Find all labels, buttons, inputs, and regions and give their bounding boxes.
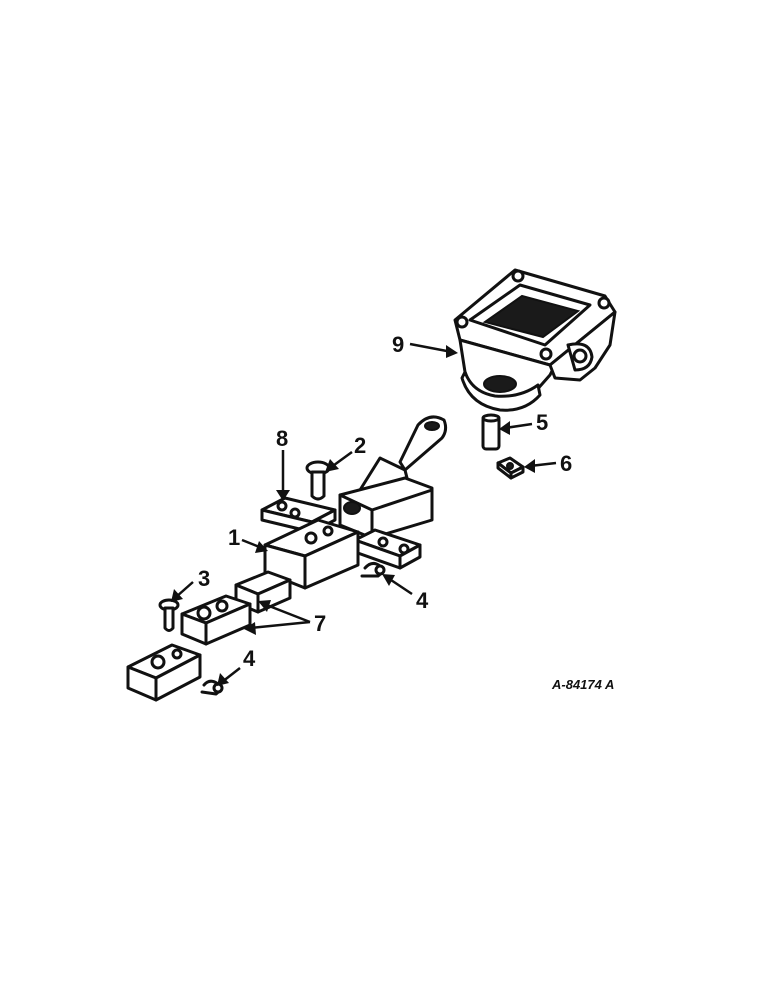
drawbar-support-casting [453, 268, 617, 412]
callout-3: 3 [198, 566, 210, 591]
leader-lines [171, 342, 557, 686]
drawbar-swivel-head [338, 415, 448, 540]
cotter-pin-4a [360, 561, 386, 578]
callout-6: 6 [560, 451, 572, 476]
callout-5: 5 [536, 410, 548, 435]
callout-1: 1 [228, 525, 240, 550]
callout-7: 7 [314, 611, 326, 636]
drawbar-7 [126, 570, 292, 702]
spacer-6 [496, 456, 525, 480]
drawing-number: A-84174 A [551, 677, 614, 692]
side-plate [353, 528, 422, 570]
callout-4-lower: 4 [243, 646, 256, 671]
clevis-pin-2 [305, 460, 331, 501]
callout-4-upper: 4 [416, 588, 429, 613]
callout-2: 2 [354, 433, 366, 458]
drawbar-guide-1 [263, 518, 360, 590]
callout-8: 8 [276, 426, 288, 451]
pin-5 [481, 413, 501, 451]
pin-3 [158, 598, 180, 632]
callout-9: 9 [392, 332, 404, 357]
